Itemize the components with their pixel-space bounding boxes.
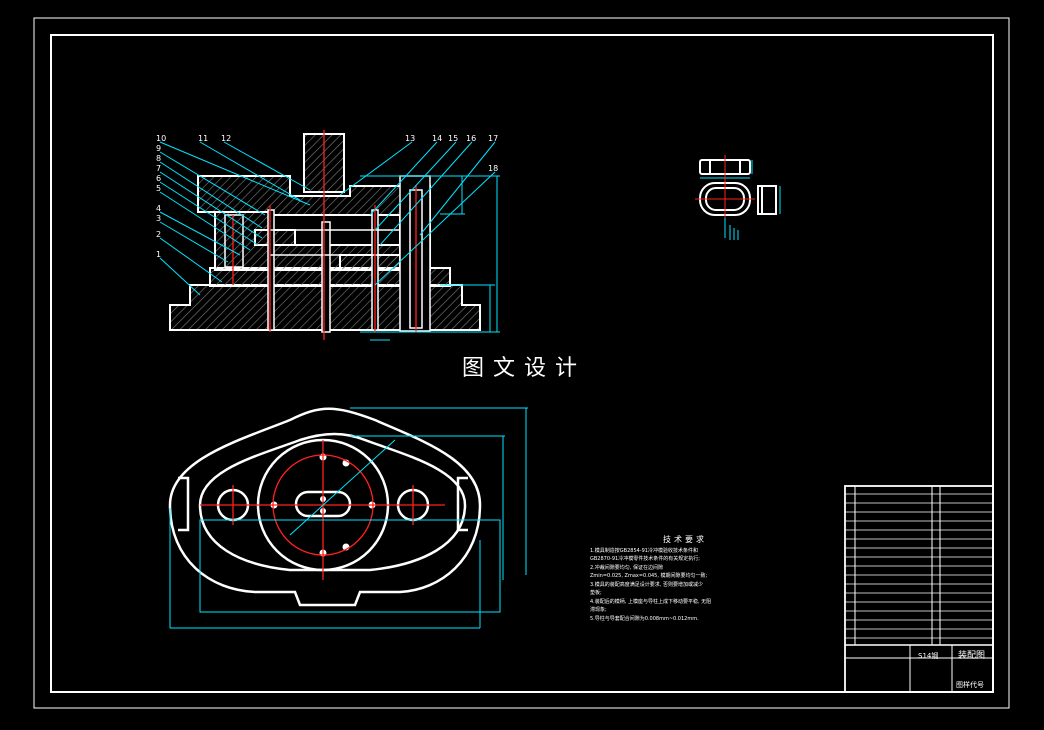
part-number-label: 9 (156, 144, 161, 153)
part-number-label: 1 (156, 250, 161, 259)
part-number-label: 2 (156, 230, 161, 239)
tech-line: 4.装配后的模柄, 上模座与导柱上成下移动要平稳, 无阻 (590, 598, 712, 605)
watermark-text: 图文设计 (462, 356, 587, 381)
part-number-label: 18 (488, 164, 498, 173)
part-number-label: 16 (466, 134, 476, 143)
plan-centerlines (200, 440, 445, 580)
part-number-label: 14 (432, 134, 442, 143)
tech-line: GB2870-91冷冲模零件技术条件的有关规定执行; (590, 556, 700, 562)
section-dimensions (360, 175, 500, 341)
inner-frame (50, 34, 994, 693)
part-number-label: 17 (488, 134, 498, 143)
part-number-label: 4 (156, 204, 161, 213)
leader-lines (159, 141, 496, 296)
plan-dimensions (169, 407, 528, 629)
scale-label: S14钢 (918, 652, 939, 660)
tech-line: Zmin=0.025, Zmax=0.045, 模期间隙要均匀一致; (590, 573, 708, 579)
technical-requirements: 技术要求 1.模具制造按GB2854-91冷冲模验收技术条件和 GB2870-9… (590, 535, 780, 623)
section-centerlines (232, 130, 417, 340)
workpiece-view (699, 159, 777, 216)
tech-line: 2.冲裁间隙要均匀, 保证在边间隙 (590, 564, 663, 571)
part-number-label: 15 (448, 134, 458, 143)
title-block (844, 485, 994, 693)
tech-line: 滞现象; (590, 607, 607, 613)
drawing-name: 装配图 (958, 651, 986, 661)
tech-line: 5.导柱与导套配合间隙为0.008mm~0.012mm. (590, 615, 699, 622)
part-number-label: 8 (156, 154, 161, 163)
part-number-label: 3 (156, 214, 161, 223)
part-number-label: 10 (156, 134, 166, 143)
part-number-label: 6 (156, 174, 161, 183)
tech-line: 3.模具的装配高度满足设计要求, 否则要增加或减少 (590, 581, 703, 588)
part-number-label: 5 (156, 184, 161, 193)
title-block-rows (845, 493, 993, 639)
outer-frame (33, 17, 1010, 709)
code-label: 图样代号 (956, 681, 984, 689)
workpiece-center (695, 155, 755, 218)
tech-title: 技术要求 (663, 535, 707, 544)
tech-line: 垫板; (590, 590, 602, 596)
tech-line: 1.模具制造按GB2854-91冷冲模验收技术条件和 (590, 547, 698, 554)
part-number-label: 12 (221, 134, 231, 143)
plan-view (168, 407, 482, 607)
part-number-label: 7 (156, 164, 161, 173)
part-number-label: 13 (405, 134, 415, 143)
part-number-label: 11 (198, 134, 208, 143)
